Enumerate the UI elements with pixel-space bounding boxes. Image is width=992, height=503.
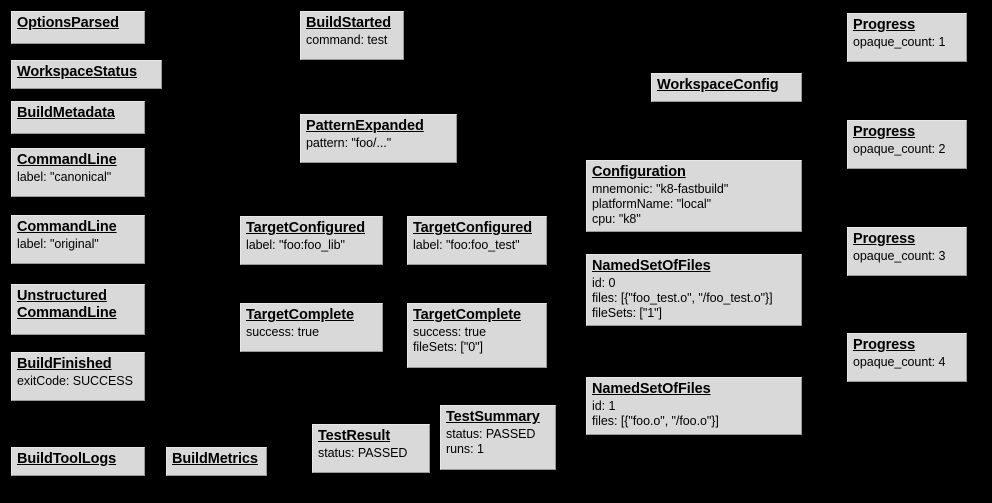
node-title: BuildStarted xyxy=(306,15,392,31)
node-title: TargetComplete xyxy=(246,307,354,323)
node-title: PatternExpanded xyxy=(306,118,424,134)
node-title: TestSummary xyxy=(446,409,540,425)
node-build-metrics[interactable]: BuildMetrics xyxy=(166,447,267,476)
node-field: command: test xyxy=(306,33,388,47)
node-fields: mnemonic: "k8-fastbuild"platformName: "l… xyxy=(592,182,796,227)
node-progress-1[interactable]: Progress opaque_count: 1 xyxy=(847,13,967,62)
node-field: fileSets: ["0"] xyxy=(413,340,483,354)
node-field: label: "foo:foo_test" xyxy=(413,238,520,252)
node-field: label: "canonical" xyxy=(17,170,112,184)
node-fields: command: test xyxy=(306,33,398,48)
node-target-complete-lib[interactable]: TargetComplete success: true xyxy=(240,303,383,352)
node-workspace-config[interactable]: WorkspaceConfig xyxy=(651,73,802,102)
node-field: label: "foo:foo_lib" xyxy=(246,238,345,252)
node-field: files: [{"foo.o", "/foo.o"}] xyxy=(592,414,719,428)
node-title: WorkspaceConfig xyxy=(657,77,779,93)
node-unstructured-command-line[interactable]: Unstructured CommandLine xyxy=(11,284,145,335)
node-title: Progress xyxy=(853,17,916,33)
node-field: fileSets: ["1"] xyxy=(592,306,662,320)
node-field: cpu: "k8" xyxy=(592,212,641,226)
node-title: OptionsParsed xyxy=(17,15,119,31)
node-field: runs: 1 xyxy=(446,442,484,456)
node-field: status: PASSED xyxy=(446,427,536,441)
node-field: pattern: "foo/..." xyxy=(306,136,392,150)
node-fields: opaque_count: 3 xyxy=(853,249,961,264)
node-fields: pattern: "foo/..." xyxy=(306,136,451,151)
node-pattern-expanded[interactable]: PatternExpanded pattern: "foo/..." xyxy=(300,114,457,163)
node-field: id: 1 xyxy=(592,399,616,413)
node-title: CommandLine xyxy=(17,219,117,235)
node-command-line-original[interactable]: CommandLine label: "original" xyxy=(11,215,145,264)
node-field: opaque_count: 4 xyxy=(853,355,946,369)
node-fields: status: PASSED xyxy=(318,446,424,461)
node-title: BuildMetrics xyxy=(172,451,258,467)
node-target-configured-foo-lib[interactable]: TargetConfigured label: "foo:foo_lib" xyxy=(240,216,383,265)
node-options-parsed[interactable]: OptionsParsed xyxy=(11,11,145,44)
node-field: platformName: "local" xyxy=(592,197,711,211)
node-field: label: "original" xyxy=(17,237,99,251)
node-field: status: PASSED xyxy=(318,446,408,460)
node-title: TargetComplete xyxy=(413,307,521,323)
node-fields: opaque_count: 2 xyxy=(853,142,961,157)
node-field: opaque_count: 1 xyxy=(853,35,946,49)
node-fields: label: "foo:foo_lib" xyxy=(246,238,377,253)
node-title: BuildFinished xyxy=(17,356,112,372)
node-target-configured-foo-test[interactable]: TargetConfigured label: "foo:foo_test" xyxy=(407,216,547,265)
node-field: mnemonic: "k8-fastbuild" xyxy=(592,182,729,196)
node-progress-3[interactable]: Progress opaque_count: 3 xyxy=(847,227,967,276)
node-field: files: [{"foo_test.o", "/foo_test.o"}] xyxy=(592,291,773,305)
node-build-finished[interactable]: BuildFinished exitCode: SUCCESS xyxy=(11,352,145,401)
node-fields: opaque_count: 1 xyxy=(853,35,961,50)
node-build-started[interactable]: BuildStarted command: test xyxy=(300,11,404,60)
node-progress-4[interactable]: Progress opaque_count: 4 xyxy=(847,333,967,382)
node-fields: opaque_count: 4 xyxy=(853,355,961,370)
node-title: Progress xyxy=(853,337,916,353)
node-build-metadata[interactable]: BuildMetadata xyxy=(11,101,145,134)
node-fields: label: "foo:foo_test" xyxy=(413,238,541,253)
node-title: Progress xyxy=(853,231,916,247)
node-fields: label: "canonical" xyxy=(17,170,139,185)
node-title: TargetConfigured xyxy=(246,220,365,236)
node-fields: label: "original" xyxy=(17,237,139,252)
node-field: exitCode: SUCCESS xyxy=(17,374,133,388)
node-field: opaque_count: 2 xyxy=(853,142,946,156)
node-command-line-canonical[interactable]: CommandLine label: "canonical" xyxy=(11,148,145,197)
node-progress-2[interactable]: Progress opaque_count: 2 xyxy=(847,120,967,169)
node-title: TargetConfigured xyxy=(413,220,532,236)
node-title: TestResult xyxy=(318,428,391,444)
node-field: success: true xyxy=(246,325,319,339)
node-title: Configuration xyxy=(592,164,686,180)
node-title: NamedSetOfFiles xyxy=(592,381,711,397)
node-title: BuildMetadata xyxy=(17,105,115,121)
node-title: WorkspaceStatus xyxy=(17,64,137,80)
node-title: Progress xyxy=(853,124,916,140)
node-configuration[interactable]: Configuration mnemonic: "k8-fastbuild"pla… xyxy=(586,160,802,232)
node-field: id: 0 xyxy=(592,276,616,290)
node-field: opaque_count: 3 xyxy=(853,249,946,263)
node-title: Unstructured CommandLine xyxy=(17,288,117,321)
node-fields: success: true xyxy=(246,325,377,340)
node-fields: exitCode: SUCCESS xyxy=(17,374,139,389)
node-field: success: true xyxy=(413,325,486,339)
node-workspace-status[interactable]: WorkspaceStatus xyxy=(11,60,162,89)
node-build-tool-logs[interactable]: BuildToolLogs xyxy=(11,447,145,476)
node-title: NamedSetOfFiles xyxy=(592,258,711,274)
node-test-result[interactable]: TestResult status: PASSED xyxy=(312,424,430,473)
node-title: CommandLine xyxy=(17,152,117,168)
node-title: BuildToolLogs xyxy=(17,451,117,467)
